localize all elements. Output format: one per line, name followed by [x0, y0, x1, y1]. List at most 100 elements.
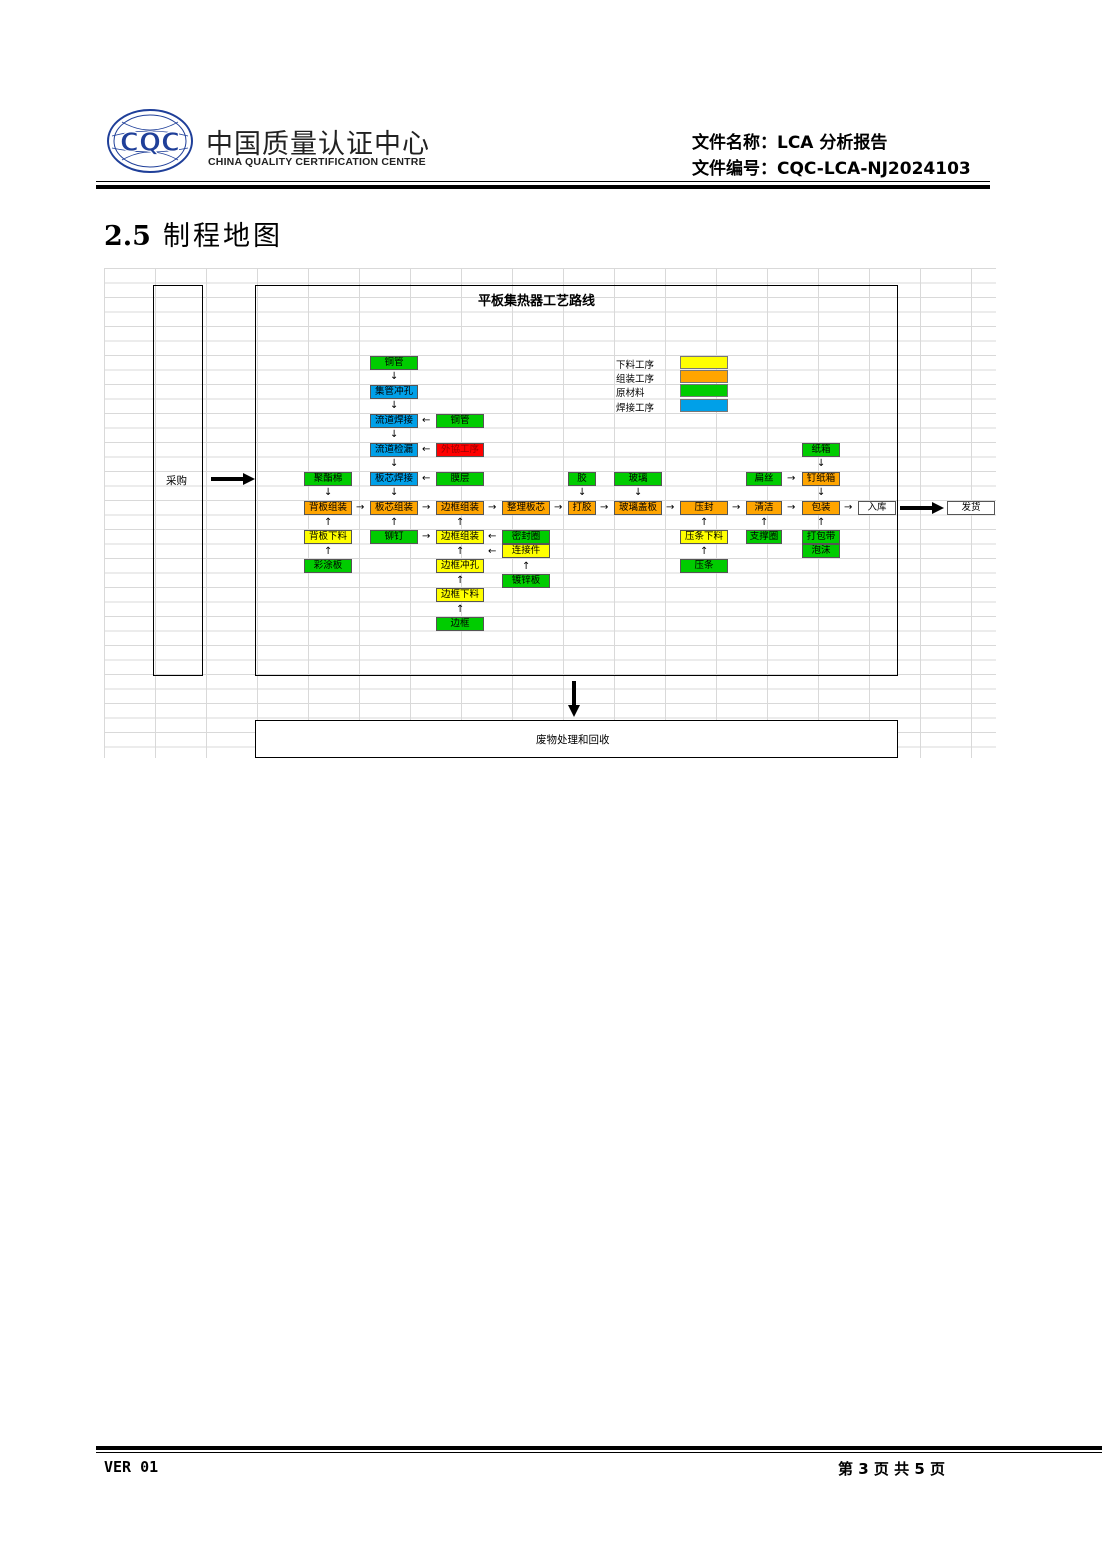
node-back-cut: 背板下料 [304, 530, 352, 544]
up-arrow-icon: ↑ [700, 517, 709, 528]
left-arrow-icon: ← [422, 473, 431, 484]
up-arrow-icon: ↑ [817, 517, 826, 528]
node-clean: 清洁 [746, 501, 782, 515]
org-name-cn: 中国质量认证中心 [206, 129, 430, 160]
up-arrow-icon: ↑ [522, 561, 531, 572]
node-outsource: 外協工序 [436, 443, 484, 457]
right-arrow-icon: → [844, 502, 853, 513]
legend-label-assembly: 组装工序 [616, 374, 655, 385]
down-arrow-icon: ↓ [578, 487, 587, 498]
node-header-punch: 集管冲孔 [370, 385, 418, 399]
down-arrow-icon: ↓ [817, 458, 826, 469]
up-arrow-icon: ↑ [324, 546, 333, 557]
left-arrow-icon: ← [422, 415, 431, 426]
node-nail-carton: 钉纸箱 [802, 472, 840, 486]
version-label: VER 01 [104, 1458, 159, 1476]
node-core-weld: 板芯焊接 [370, 472, 418, 486]
right-arrow-icon: → [554, 502, 563, 513]
node-frame-assembly: 边框组装 [436, 501, 484, 515]
right-arrow-icon: → [422, 502, 431, 513]
document-code: 文件编号：CQC-LCA-NJ2024103 [692, 159, 971, 179]
node-flat-wire: 扁丝 [746, 472, 782, 486]
legend-swatch-raw [680, 384, 728, 397]
node-core-assembly: 板芯组装 [370, 501, 418, 515]
node-film: 膜层 [436, 472, 484, 486]
procure-label: 采购 [166, 475, 187, 487]
footer-rule-thick [96, 1446, 1102, 1450]
procure-box [153, 285, 203, 676]
left-arrow-icon: ← [422, 444, 431, 455]
down-arrow-icon: ↓ [324, 487, 333, 498]
up-arrow-icon: ↑ [456, 604, 465, 615]
header-rule-thick [96, 185, 990, 189]
right-arrow-icon: → [422, 531, 431, 542]
node-store: 入库 [858, 501, 896, 515]
node-seal-ring: 密封圈 [502, 530, 550, 544]
node-channel-leak: 流道检漏 [370, 443, 418, 457]
down-arrow-icon: ↓ [390, 458, 399, 469]
node-glass: 玻璃 [614, 472, 662, 486]
node-connector: 连接件 [502, 544, 550, 558]
waste-box [255, 720, 898, 758]
up-arrow-icon: ↑ [324, 517, 333, 528]
node-carton: 纸箱 [802, 443, 840, 457]
node-strip: 压条 [680, 559, 728, 573]
procure-arrow-icon [211, 473, 255, 485]
down-arrow-icon: ↓ [390, 371, 399, 382]
svg-text:CQC: CQC [120, 128, 180, 158]
legend-swatch-weld [680, 399, 728, 412]
node-channel-weld: 流道焊接 [370, 414, 418, 428]
cqc-logo-icon: CQC [107, 109, 193, 173]
up-arrow-icon: ↑ [456, 575, 465, 586]
legend-swatch-assembly [680, 370, 728, 383]
footer-rule-thin [96, 1452, 1102, 1453]
legend-label-cut: 下料工序 [616, 360, 655, 371]
node-color-plate: 彩涂板 [304, 559, 352, 573]
node-back-assembly: 背板组装 [304, 501, 352, 515]
right-arrow-icon: → [787, 502, 796, 513]
down-arrow-icon: ↓ [390, 487, 399, 498]
node-pack: 包装 [802, 501, 840, 515]
up-arrow-icon: ↑ [456, 517, 465, 528]
node-copper-tube-side: 铜管 [436, 414, 484, 428]
org-name-en: CHINA QUALITY CERTIFICATION CENTRE [208, 156, 426, 168]
node-frame-cut: 边框下料 [436, 588, 484, 602]
node-frame-punch: 边框冲孔 [436, 559, 484, 573]
spreadsheet-grid [104, 268, 996, 758]
node-core-trim: 整理板芯 [502, 501, 550, 515]
right-arrow-icon: → [488, 502, 497, 513]
left-arrow-icon: ← [488, 531, 497, 542]
ship-arrow-icon [900, 502, 944, 514]
up-arrow-icon: ↑ [700, 546, 709, 557]
page-number: 第 3 页 共 5 页 [838, 1460, 945, 1478]
up-arrow-icon: ↑ [760, 517, 769, 528]
legend-label-weld: 焊接工序 [616, 403, 655, 414]
node-frame: 边框 [436, 617, 484, 631]
node-galvanized-plate: 镀锌板 [502, 574, 550, 588]
legend-swatch-cut [680, 356, 728, 369]
right-arrow-icon: → [787, 473, 796, 484]
page-header: CQC 中国质量认证中心 CHINA QUALITY CERTIFICATION… [96, 100, 990, 192]
right-arrow-icon: → [600, 502, 609, 513]
down-arrow-icon: ↓ [634, 487, 643, 498]
node-glue: 胶 [568, 472, 596, 486]
node-foam: 泡沫 [802, 544, 840, 558]
legend-label-raw: 原材料 [616, 388, 645, 399]
node-support-ring: 支撑圈 [746, 530, 782, 544]
right-arrow-icon: → [356, 502, 365, 513]
node-copper-tube: 铜管 [370, 356, 418, 370]
waste-arrow-icon [568, 681, 580, 717]
up-arrow-icon: ↑ [390, 517, 399, 528]
down-arrow-icon: ↓ [817, 487, 826, 498]
node-frame-assembly-2: 边框组装 [436, 530, 484, 544]
process-frame [255, 285, 898, 676]
process-map: 采购 平板集热器工艺路线 下料工序 组装工序 原材料 焊接工序 铜管 ↓ 集管冲… [104, 268, 996, 758]
left-arrow-icon: ← [488, 546, 497, 557]
up-arrow-icon: ↑ [456, 546, 465, 557]
node-strip-cut: 压条下料 [680, 530, 728, 544]
node-gluing: 打胶 [568, 501, 596, 515]
section-number: 2.5 [104, 221, 151, 252]
diagram-title: 平板集热器工艺路线 [478, 294, 596, 309]
node-ship: 发货 [947, 501, 995, 515]
